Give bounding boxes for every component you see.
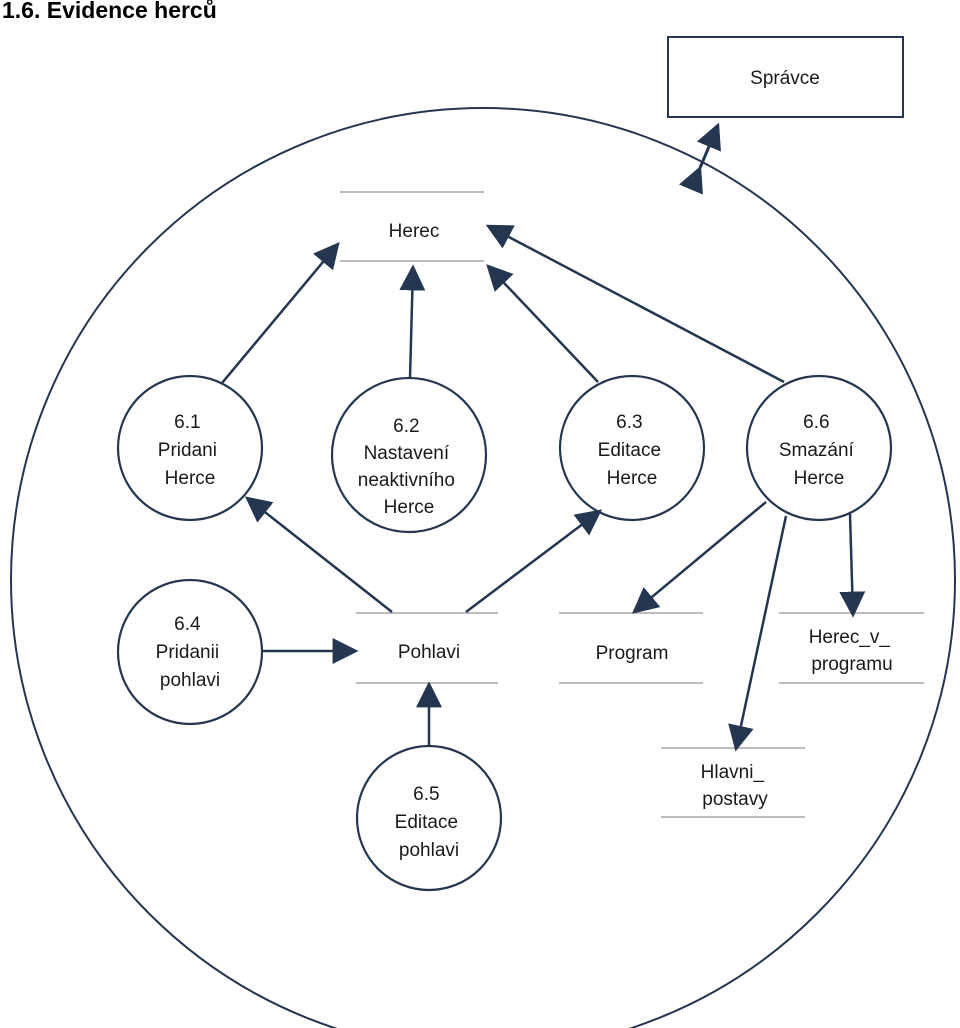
process-6-2: 6.2 Nastavení neaktivního Herce xyxy=(330,376,488,534)
flow-pohlavi-to-6-1 xyxy=(244,496,393,613)
process-label: Herce xyxy=(165,468,216,489)
process-circle xyxy=(558,374,706,522)
flow-6-1-to-herec xyxy=(221,242,340,384)
svg-text:6.2 Nastavení neak: 6.2 Nastavení neaktivního Herce xyxy=(358,416,460,518)
flow-6-6-to-program xyxy=(632,501,767,614)
svg-text:6.5 Editace pohlav: 6.5 Editace pohlavi xyxy=(395,784,464,861)
process-label: 6.4 xyxy=(174,614,201,635)
data-store-herec-v-programu: Herec_v_ programu xyxy=(779,612,924,684)
page-title: 1.6. Evidence herců xyxy=(2,0,217,23)
process-label: 6.6 xyxy=(803,412,829,433)
process-6-3: 6.3 Editace Herce xyxy=(558,374,706,522)
data-store-herec: Herec xyxy=(340,191,484,262)
svg-text:Pohlavi: Pohlavi xyxy=(398,642,460,663)
process-label: neaktivního xyxy=(358,470,455,491)
process-label: 6.1 xyxy=(174,412,200,433)
process-label: 6.3 xyxy=(616,412,642,433)
process-circle xyxy=(745,374,893,522)
process-label: Smazání xyxy=(779,440,855,461)
process-label: Editace xyxy=(395,812,458,833)
svg-text:6.3 Editace Herce: 6.3 Editace Herce xyxy=(598,412,667,489)
svg-text:Program: Program xyxy=(596,643,669,664)
process-label: Herce xyxy=(794,468,845,489)
process-6-4: 6.4 Pridanii pohlavi xyxy=(116,578,264,726)
process-circle xyxy=(330,376,488,534)
store-label: postavy xyxy=(702,789,768,810)
process-label: pohlavi xyxy=(160,670,220,691)
process-label: Nastavení xyxy=(364,443,450,464)
store-label: Herec xyxy=(389,221,440,242)
process-label: Herce xyxy=(384,497,435,518)
flow-6-6-to-herec-v-programu xyxy=(839,513,866,618)
process-label: pohlavi xyxy=(399,840,459,861)
data-store-hlavni-postavy: Hlavni_ postavy xyxy=(661,747,805,818)
process-6-5: 6.5 Editace pohlavi xyxy=(355,744,503,892)
flow-pohlavi-to-6-3 xyxy=(465,509,603,613)
store-label: Herec_v_ xyxy=(809,627,891,648)
store-label: programu xyxy=(811,654,892,675)
svg-text:6.1 Pridani Herce: 6.1 Pridani Herce xyxy=(158,412,222,489)
external-entity-spravce: Správce xyxy=(667,36,904,118)
external-entity-label: Správce xyxy=(750,68,820,89)
store-label: Program xyxy=(596,643,669,664)
flow-spravce-system xyxy=(678,122,721,195)
store-label: Hlavni_ xyxy=(701,762,765,783)
process-circle xyxy=(116,374,264,522)
data-store-pohlavi: Pohlavi xyxy=(356,612,498,684)
process-label: 6.2 xyxy=(393,416,419,437)
flow-6-6-to-herec xyxy=(485,224,785,384)
process-label: 6.5 xyxy=(413,784,439,805)
system-boundary-circle xyxy=(10,107,956,1028)
svg-text:Herec_v_ programu: Herec_v_ programu xyxy=(809,627,896,675)
flow-6-2-to-herec xyxy=(399,264,426,379)
process-label: Pridanii xyxy=(156,642,219,663)
flow-6-6-to-hlavni-postavy xyxy=(728,515,788,752)
external-entity-box xyxy=(667,36,904,118)
process-label: Pridani xyxy=(158,440,217,461)
flow-6-3-to-herec xyxy=(486,264,599,383)
svg-text:6.4 Pridanii pohla: 6.4 Pridanii pohlavi xyxy=(156,614,225,691)
svg-text:6.6 Smazání Herce: 6.6 Smazání Herce xyxy=(779,412,859,489)
process-6-1: 6.1 Pridani Herce xyxy=(116,374,264,522)
svg-text:Herec: Herec xyxy=(389,221,440,242)
data-store-program: Program xyxy=(559,612,703,684)
store-label: Pohlavi xyxy=(398,642,460,663)
process-label: Herce xyxy=(607,468,658,489)
svg-text:Hlavni_ postavy: Hlavni_ postavy xyxy=(701,762,770,810)
process-label: Editace xyxy=(598,440,661,461)
process-6-6: 6.6 Smazání Herce xyxy=(745,374,893,522)
